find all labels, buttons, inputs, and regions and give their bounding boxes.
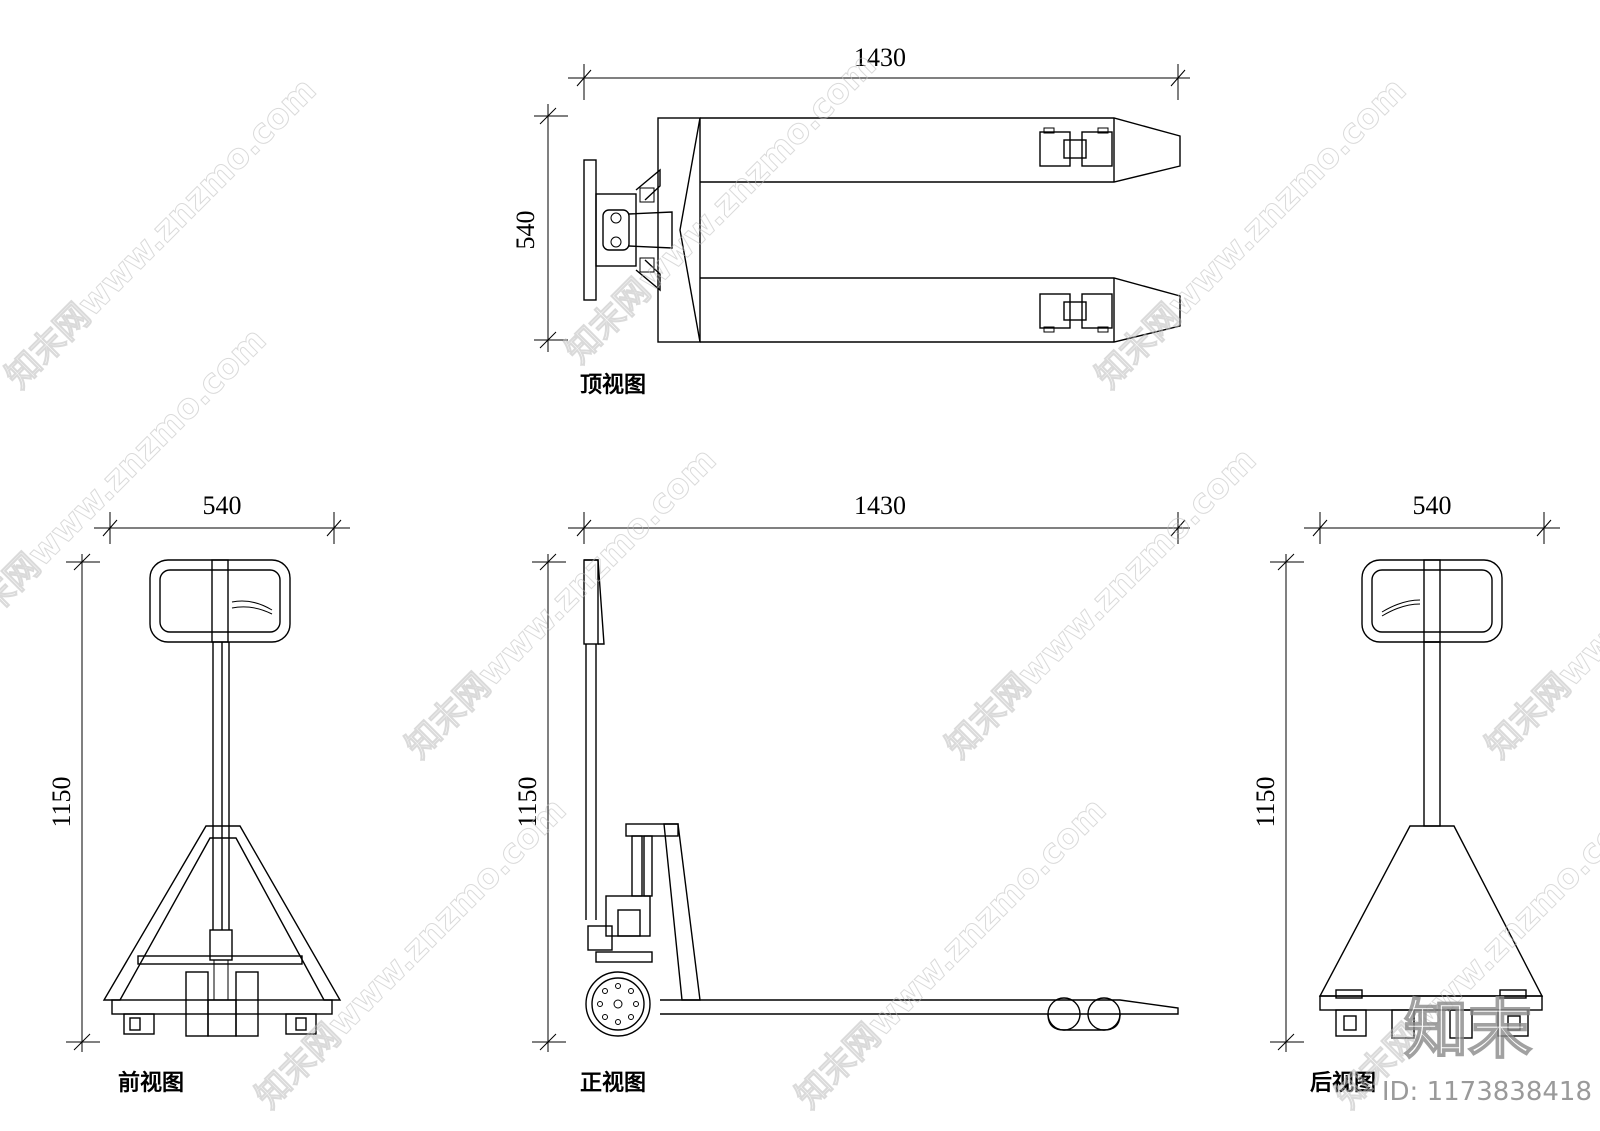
watermark-text: 知末网www.znzmo.com	[398, 440, 724, 766]
back-view-caption: 后视图	[1310, 1070, 1376, 1096]
side-view: 1430 1150	[513, 491, 1190, 1096]
side-length-label: 1430	[854, 491, 906, 520]
watermark-text: 知末网www.znzmo.com	[0, 70, 324, 396]
front-view: 540 1150 前	[47, 491, 350, 1096]
side-length-dimension: 1430	[568, 491, 1190, 544]
watermark-logo: 知末	[1404, 994, 1532, 1068]
back-width-label: 540	[1413, 491, 1452, 520]
back-width-dimension: 540	[1304, 491, 1560, 544]
front-width-label: 540	[203, 491, 242, 520]
side-height-dimension: 1150	[513, 553, 566, 1052]
front-height-dimension: 1150	[47, 553, 100, 1052]
top-width-label: 540	[511, 211, 540, 250]
front-width-dimension: 540	[94, 491, 350, 544]
top-length-label: 1430	[854, 43, 906, 72]
top-view: 1430 540	[511, 43, 1190, 398]
watermark-text: 知末网www.znzmo.com	[788, 790, 1114, 1116]
watermark-text: 知末网www.znzmo.com	[1088, 70, 1414, 396]
back-height-label: 1150	[1251, 776, 1280, 827]
back-view: 540 1150 后视图	[1251, 491, 1560, 1096]
watermark-id: ID: 1173838418	[1382, 1077, 1592, 1107]
watermark-text: 知末网www.znzmo.com	[1478, 440, 1600, 766]
back-height-dimension: 1150	[1251, 553, 1304, 1052]
watermark-text: 知末网www.znzmo.com	[248, 790, 574, 1116]
top-width-dimension: 540	[511, 104, 568, 352]
front-height-label: 1150	[47, 776, 76, 827]
side-view-caption: 正视图	[580, 1070, 646, 1096]
watermark-text: 知末网www.znzmo.com	[938, 440, 1264, 766]
watermark-text: 知末网www.znzmo.com	[558, 45, 884, 371]
top-length-dimension: 1430	[568, 43, 1190, 100]
top-view-caption: 顶视图	[580, 372, 646, 398]
front-view-caption: 前视图	[118, 1070, 184, 1096]
side-height-label: 1150	[513, 776, 542, 827]
